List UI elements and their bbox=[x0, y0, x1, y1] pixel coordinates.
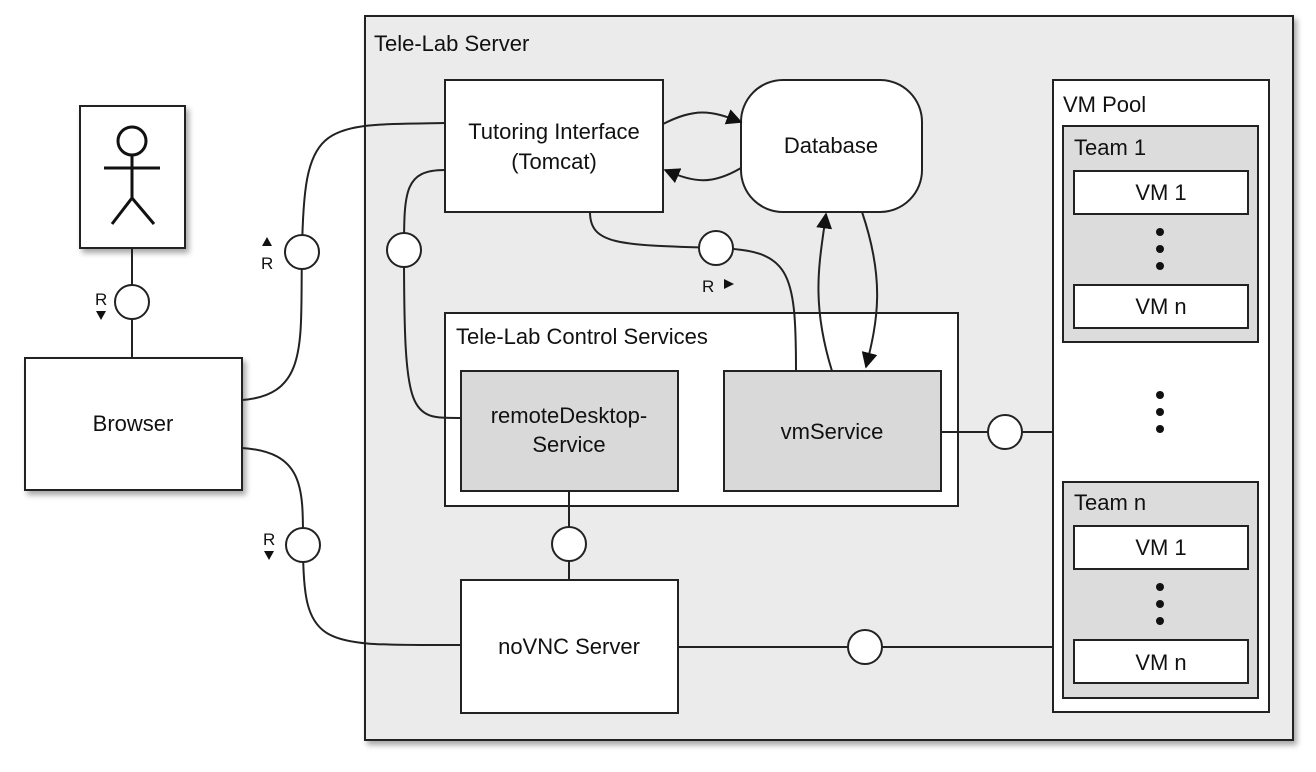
tele-lab-server-title: Tele-Lab Server bbox=[374, 31, 529, 56]
tutoring-vmservice-interface bbox=[698, 230, 734, 266]
vm-service-box bbox=[723, 370, 942, 492]
team-1-vm-1-label: VM 1 bbox=[1135, 180, 1186, 205]
browser-novnc-interface bbox=[285, 527, 321, 563]
browser-tutoring-request-label: R bbox=[261, 254, 273, 273]
teams-ellipsis bbox=[1156, 391, 1164, 433]
tutoring-remote-desktop-wire bbox=[402, 169, 462, 420]
team-1-ellipsis bbox=[1156, 228, 1164, 270]
vm-pool-title: VM Pool bbox=[1063, 92, 1146, 117]
remote-desktop-novnc-interface bbox=[551, 526, 587, 562]
tutoring-interface-sublabel: (Tomcat) bbox=[511, 149, 597, 174]
vmservice-vmpool-interface bbox=[987, 414, 1023, 450]
remote-desktop-service-sublabel: Service bbox=[532, 432, 605, 457]
browser-novnc-request-label: R bbox=[263, 530, 275, 549]
remote-desktop-service-box bbox=[460, 370, 679, 492]
browser-label: Browser bbox=[93, 411, 174, 436]
database-to-vmservice-arrow bbox=[861, 211, 879, 369]
team-n-vm-n-label: VM n bbox=[1135, 650, 1186, 675]
actor-browser-direction-icon bbox=[96, 311, 106, 320]
stick-figure-icon bbox=[104, 125, 160, 225]
database-label: Database bbox=[784, 133, 878, 158]
team-n-ellipsis bbox=[1156, 583, 1164, 625]
novnc-vmpool-interface bbox=[847, 629, 883, 665]
team-1-vm-n-label: VM n bbox=[1135, 294, 1186, 319]
novnc-server-label: noVNC Server bbox=[498, 634, 640, 659]
remote-desktop-service-label: remoteDesktop- bbox=[491, 403, 648, 428]
team-n-vm-1-box bbox=[1073, 525, 1249, 570]
team-1-title: Team 1 bbox=[1074, 135, 1146, 160]
vm-service-label: vmService bbox=[781, 419, 884, 444]
tutoring-to-database-arrow bbox=[662, 109, 743, 125]
database-to-tutoring-arrow bbox=[663, 167, 742, 184]
team-n-vm-n-box bbox=[1073, 639, 1249, 684]
browser-tutoring-interface bbox=[284, 234, 320, 270]
tutoring-vmservice-direction-icon bbox=[724, 279, 734, 289]
browser-box bbox=[24, 357, 243, 491]
tutoring-interface-label: Tutoring Interface bbox=[468, 119, 640, 144]
team-n-vm-1-label: VM 1 bbox=[1135, 535, 1186, 560]
actor-browser-request-label: R bbox=[95, 290, 107, 309]
tutoring-vmservice-request-label: R bbox=[702, 277, 714, 296]
team-n-title: Team n bbox=[1074, 490, 1146, 515]
browser-novnc-direction-icon bbox=[264, 551, 274, 560]
database-box bbox=[740, 79, 923, 213]
team-1-vm-n-box bbox=[1073, 284, 1249, 329]
tutoring-remote-desktop-interface bbox=[386, 232, 422, 268]
browser-tutoring-direction-icon bbox=[262, 237, 272, 246]
actor-browser-interface bbox=[114, 284, 150, 320]
tutoring-interface-box bbox=[444, 79, 664, 213]
control-services-title: Tele-Lab Control Services bbox=[456, 324, 708, 349]
team-1-vm-1-box bbox=[1073, 170, 1249, 215]
vmservice-to-database-arrow bbox=[816, 212, 833, 372]
